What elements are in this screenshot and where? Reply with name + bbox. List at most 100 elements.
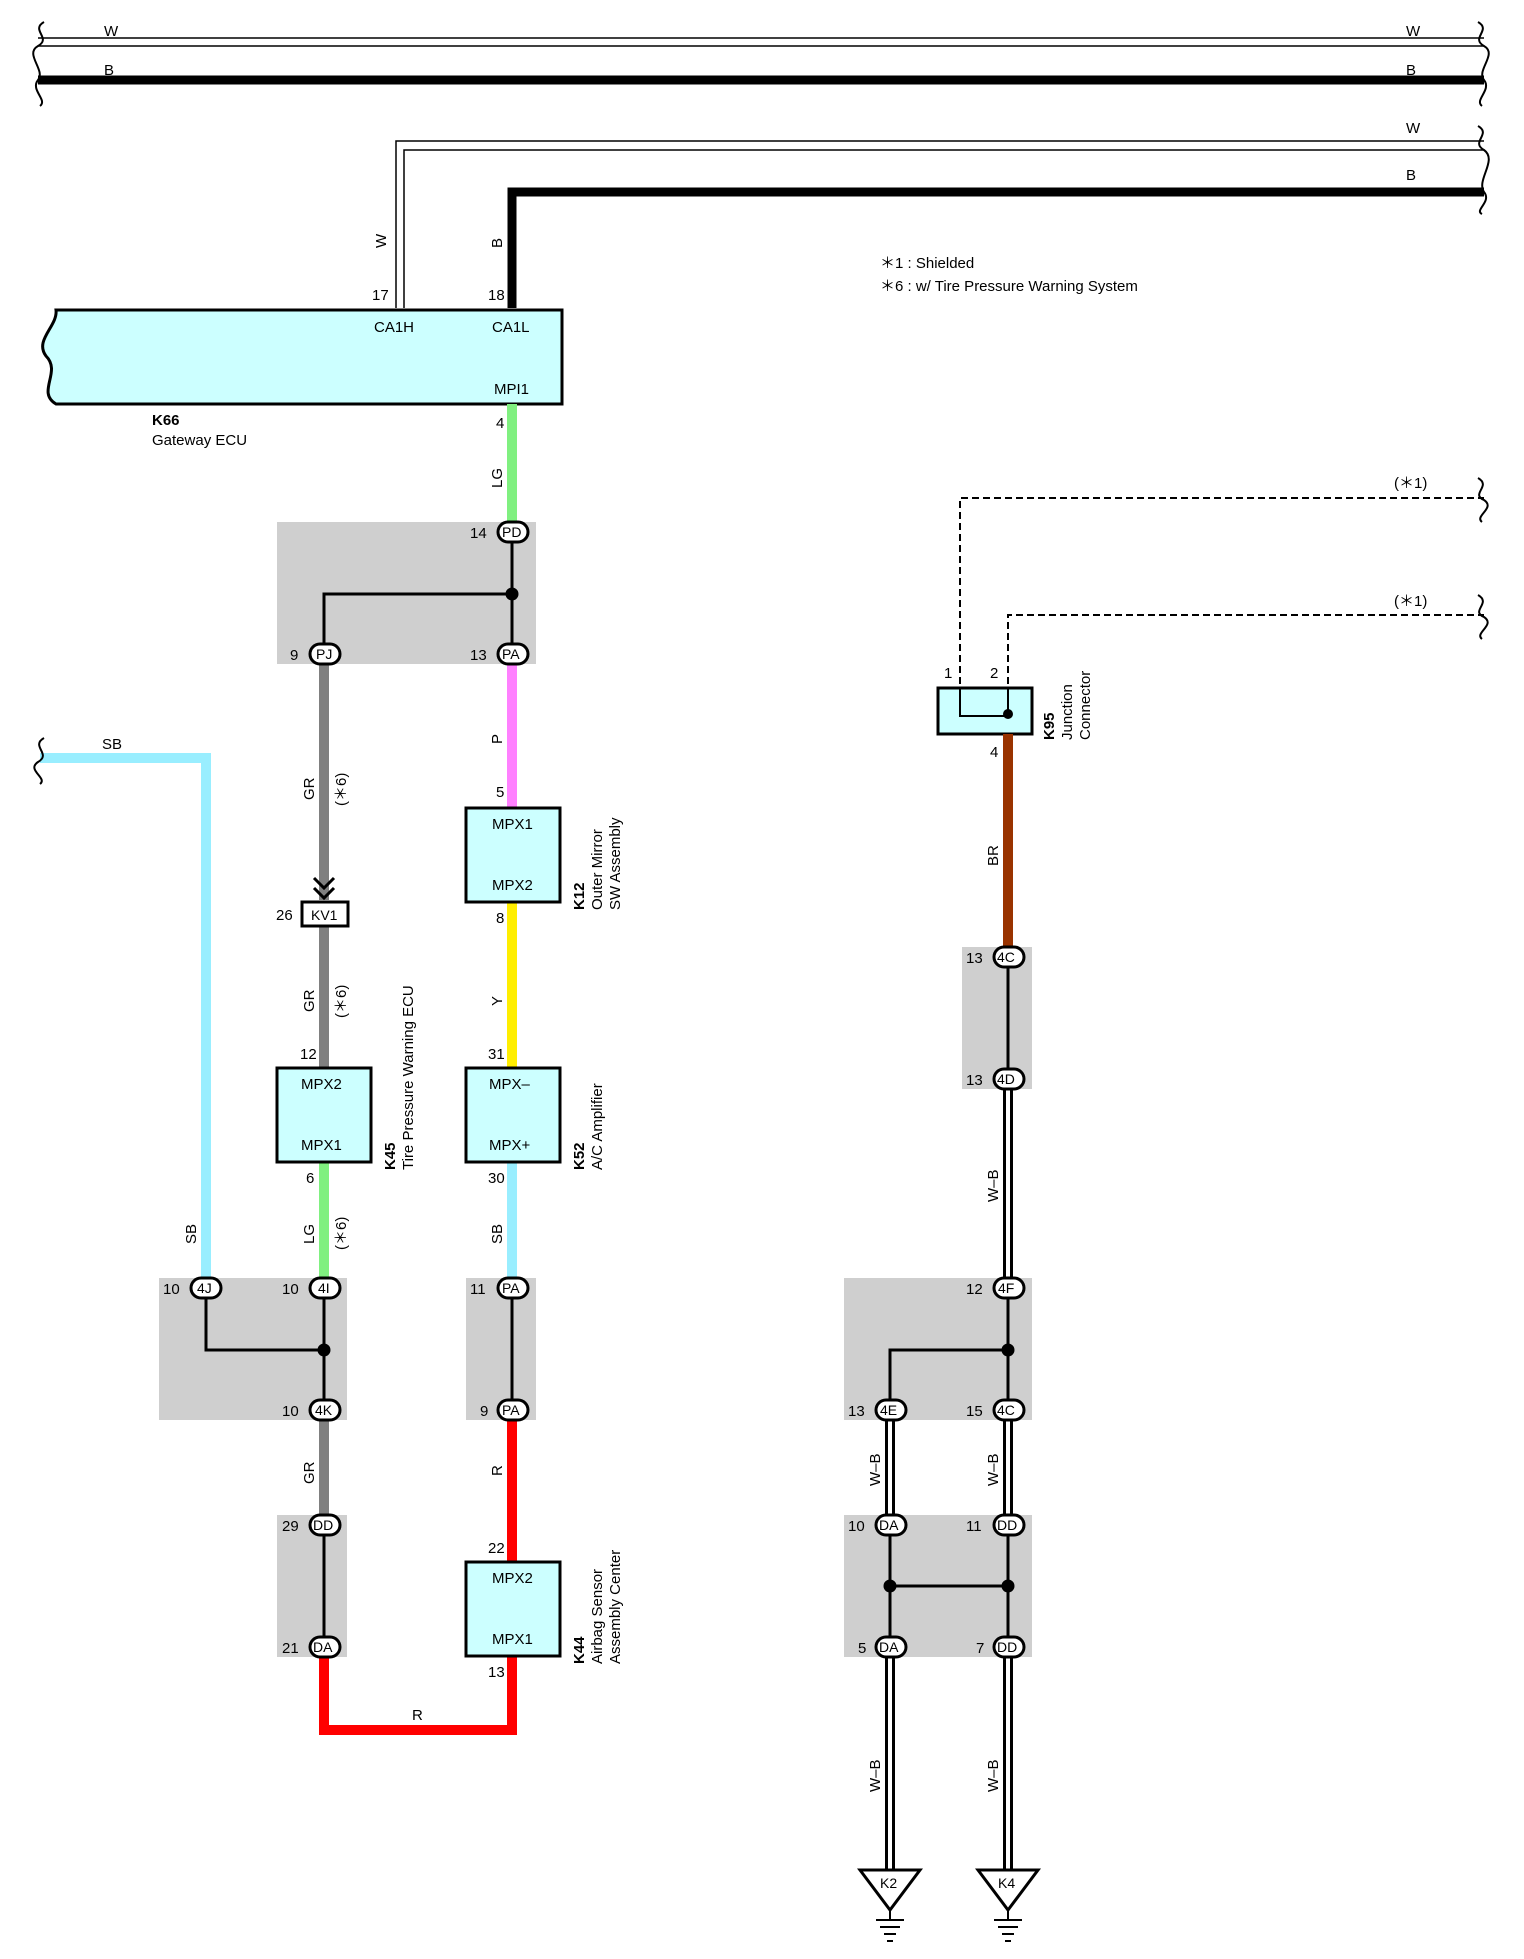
pin-number: 12: [300, 1046, 317, 1063]
component-code: K45: [382, 1142, 399, 1170]
wire-label-opt6: (＊6): [333, 1217, 350, 1250]
junction-code: DA: [879, 1517, 899, 1533]
component-name: Gateway ECU: [152, 432, 247, 449]
wire-label-br: BR: [985, 845, 1002, 866]
junction-code: DD: [997, 1639, 1017, 1655]
wire-label-w: W: [373, 233, 390, 248]
splice-area: [962, 947, 1032, 1089]
junction-code: DA: [879, 1639, 899, 1655]
junction-4f: 4F 12: [966, 1276, 1026, 1300]
wire-label-w: W: [104, 23, 119, 40]
pin-name: CA1L: [492, 319, 530, 336]
pin-number: 10: [163, 1281, 180, 1298]
wire-label-w: W: [1406, 23, 1421, 40]
k12-outer-mirror-sw: MPX1 MPX2 5 8 K12 Outer Mirror SW Assemb…: [464, 784, 624, 927]
junction-code: 4K: [315, 1402, 333, 1418]
component-name: Tire Pressure Warning ECU: [400, 985, 417, 1170]
junction-code: DD: [313, 1517, 333, 1533]
pin-name: MPX2: [301, 1076, 342, 1093]
junction-4c: 4C 15: [966, 1398, 1026, 1422]
pin-number: 13: [966, 1072, 983, 1089]
wire-label-gr: GR: [301, 1461, 318, 1484]
component-name: A/C Amplifier: [589, 1083, 606, 1170]
note-shielded: ＊1 : Shielded: [880, 255, 974, 272]
junction-code: PA: [502, 1402, 520, 1418]
pin-number: 6: [306, 1170, 314, 1187]
pin-name: MPI1: [494, 381, 529, 398]
component-code: K66: [152, 412, 180, 429]
pin-number: 30: [488, 1170, 505, 1187]
pin-number: 15: [966, 1403, 983, 1420]
pin-name: MPX1: [492, 816, 533, 833]
shielded-lines: (＊1) (＊1): [959, 475, 1489, 706]
k52-ac-amplifier: MPX– MPX+ 31 30 K52 A/C Amplifier: [464, 1046, 606, 1187]
junction-da: DA 5: [858, 1635, 908, 1659]
pin-number: 2: [990, 665, 998, 682]
pin-name: MPX1: [492, 1631, 533, 1648]
wire-label-lg: LG: [489, 468, 506, 488]
ground-code: K4: [998, 1875, 1015, 1891]
pin-number: 5: [496, 784, 504, 801]
junction-code: PD: [502, 524, 521, 540]
junction-pa: PA 11: [470, 1276, 530, 1300]
component-code: K12: [571, 882, 588, 910]
k95-junction-connector: 1 2 4 K95 Junction Connector: [936, 665, 1094, 761]
pin-number: 10: [282, 1281, 299, 1298]
k45-tire-pressure-ecu: MPX2 MPX1 12 6 K45 Tire Pressure Warning…: [275, 985, 417, 1187]
wire-label-wb: W–B: [985, 1453, 1002, 1486]
component-name: Outer Mirror: [589, 829, 606, 910]
junction-da: DA 21: [282, 1635, 342, 1659]
wire-label-b: B: [104, 62, 114, 79]
pin-number: 26: [276, 907, 293, 924]
wire-label-sb: SB: [183, 1224, 200, 1244]
wb-wires: [885, 1089, 1013, 1870]
pin-name: MPX–: [489, 1076, 531, 1093]
junction-pd: PD 14: [470, 520, 530, 544]
wire-label-b: B: [489, 238, 506, 248]
junction-code: 4D: [997, 1071, 1015, 1087]
pin-number: 12: [966, 1281, 983, 1298]
junction-4d: 4D 13: [966, 1067, 1026, 1091]
pin-number: 4: [496, 415, 504, 432]
pin-number: 10: [848, 1518, 865, 1535]
component-name: Assembly Center: [607, 1550, 624, 1664]
component-code: K95: [1041, 712, 1058, 740]
connector-code: KV1: [311, 907, 338, 923]
ground-code: K2: [880, 1875, 897, 1891]
junction-dd: DD 11: [966, 1513, 1026, 1537]
pin-number: 13: [966, 950, 983, 967]
junction-code: 4J: [197, 1280, 212, 1296]
shield-label: (＊1): [1394, 475, 1427, 492]
junction-code: DD: [997, 1517, 1017, 1533]
junction-4j: 4J 10: [163, 1276, 223, 1300]
junction-code: PA: [502, 1280, 520, 1296]
pin-number: 9: [480, 1403, 488, 1420]
k44-airbag-sensor: MPX2 MPX1 22 13 K44 Airbag Sensor Assemb…: [464, 1540, 624, 1681]
junction-4k: 4K 10: [282, 1398, 342, 1422]
pin-name: MPX1: [301, 1137, 342, 1154]
splice-lines: [204, 542, 519, 1637]
ground-k4: K4: [975, 1868, 1041, 1942]
junction-code: PJ: [316, 646, 332, 662]
component-name: Airbag Sensor: [589, 1569, 606, 1664]
junction-code: 4F: [998, 1280, 1014, 1296]
junction-code: DA: [313, 1639, 333, 1655]
pin-number: 31: [488, 1046, 505, 1063]
junction-code: 4C: [997, 1402, 1015, 1418]
wire-label-sb: SB: [102, 736, 122, 753]
component-code: K52: [571, 1142, 588, 1170]
wire-label-wb: W–B: [867, 1759, 884, 1792]
wire-label-wb: W–B: [985, 1169, 1002, 1202]
wire-label-r: R: [489, 1465, 506, 1476]
pin-name: MPX+: [489, 1137, 531, 1154]
wire-label-gr: GR: [301, 777, 318, 800]
junction-4i: 4I 10: [282, 1276, 342, 1300]
pin-number: 13: [488, 1664, 505, 1681]
junction-code: 4E: [880, 1402, 897, 1418]
junction-code: 4C: [997, 949, 1015, 965]
component-name: Junction: [1059, 684, 1076, 740]
pin-number: 9: [290, 647, 298, 664]
pin-number: 18: [488, 287, 505, 304]
pin-number: 4: [990, 744, 998, 761]
k66-gateway-ecu: 17 18 CA1H CA1L MPI1 K66 Gateway ECU 4: [41, 287, 564, 449]
